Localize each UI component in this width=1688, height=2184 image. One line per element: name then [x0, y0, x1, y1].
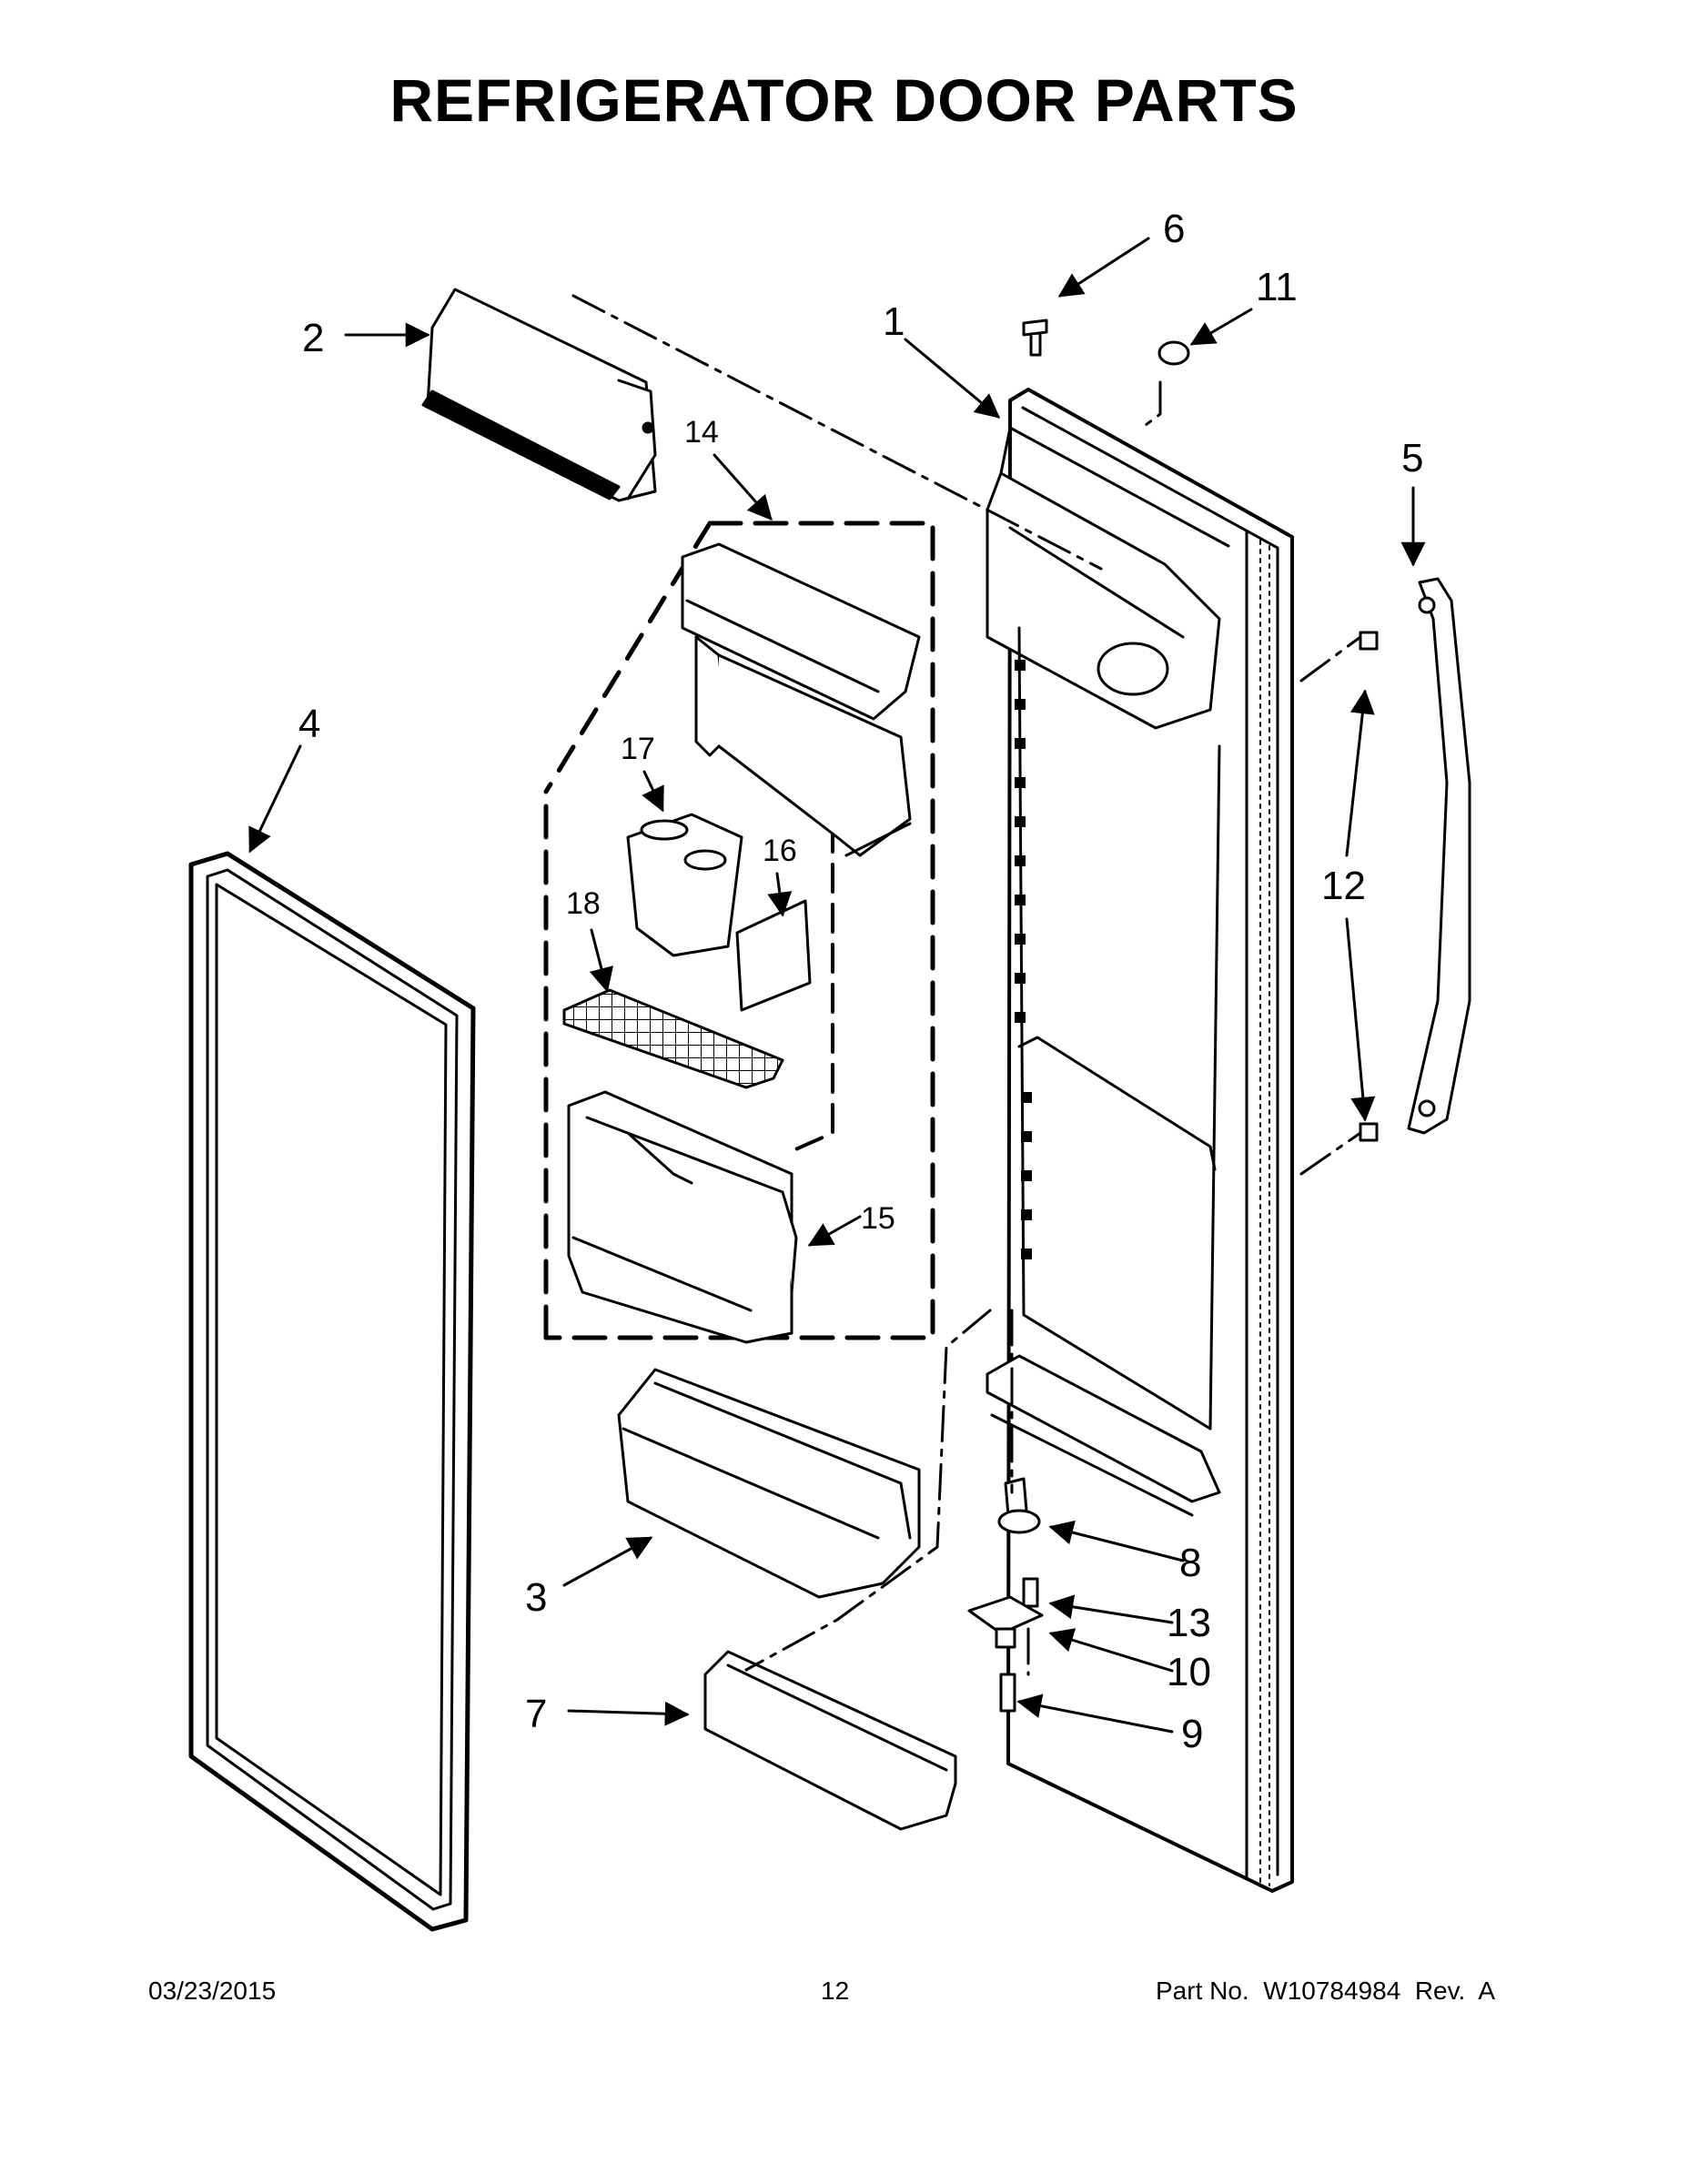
handle-part-5: [1407, 577, 1471, 1135]
handle-screws-part-12: [1359, 631, 1379, 1142]
footer-date: 03/23/2015: [148, 1977, 277, 2005]
callout-4: 4: [298, 702, 320, 746]
dairy-door-part-2: [421, 288, 657, 502]
footer-part-number: Part No. W10784984 Rev. A: [1156, 1977, 1496, 2005]
callout-9: 9: [1181, 1712, 1203, 1756]
container-part-17: [626, 813, 743, 957]
alignment-lines: [571, 294, 1362, 1676]
callout-5: 5: [1401, 436, 1423, 480]
plug-part-11: [1157, 340, 1190, 366]
door-liner-part-1: [986, 388, 1294, 1893]
callout-13: 13: [1167, 1601, 1211, 1645]
callout-3: 3: [525, 1575, 547, 1620]
door-bin-part-3: [617, 1368, 921, 1599]
callout-12: 12: [1321, 864, 1366, 908]
door-bin-part-7: [703, 1650, 957, 1831]
flap-part-16: [735, 899, 812, 1012]
ice-bucket-part-15: [567, 1090, 798, 1344]
callout-17: 17: [621, 732, 655, 766]
callout-8: 8: [1179, 1541, 1201, 1585]
callout-1: 1: [883, 299, 905, 344]
callout-11: 11: [1256, 265, 1298, 309]
leader-arrows: [248, 237, 1426, 1734]
callout-labels: 1 2 3 4 5 6 7 8 9 10 11 12 13 14 15 16 1…: [298, 207, 1423, 1756]
door-liner-shelf-supports: [1015, 660, 1032, 1259]
callout-10: 10: [1167, 1650, 1211, 1694]
callout-14: 14: [684, 415, 719, 450]
hinge-hardware: [967, 1477, 1044, 1713]
callout-15: 15: [861, 1201, 895, 1236]
screw-part-6: [1022, 318, 1048, 357]
footer-page-number: 12: [821, 1977, 850, 2005]
callout-16: 16: [763, 834, 797, 868]
callout-6: 6: [1163, 207, 1185, 251]
door-gasket-part-4: [188, 851, 476, 1932]
callout-7: 7: [525, 1692, 547, 1736]
callout-18: 18: [566, 886, 601, 921]
page-title: REFRIGERATOR DOOR PARTS: [389, 66, 1299, 134]
callout-2: 2: [302, 316, 324, 360]
ice-bin-housing: [681, 542, 921, 857]
